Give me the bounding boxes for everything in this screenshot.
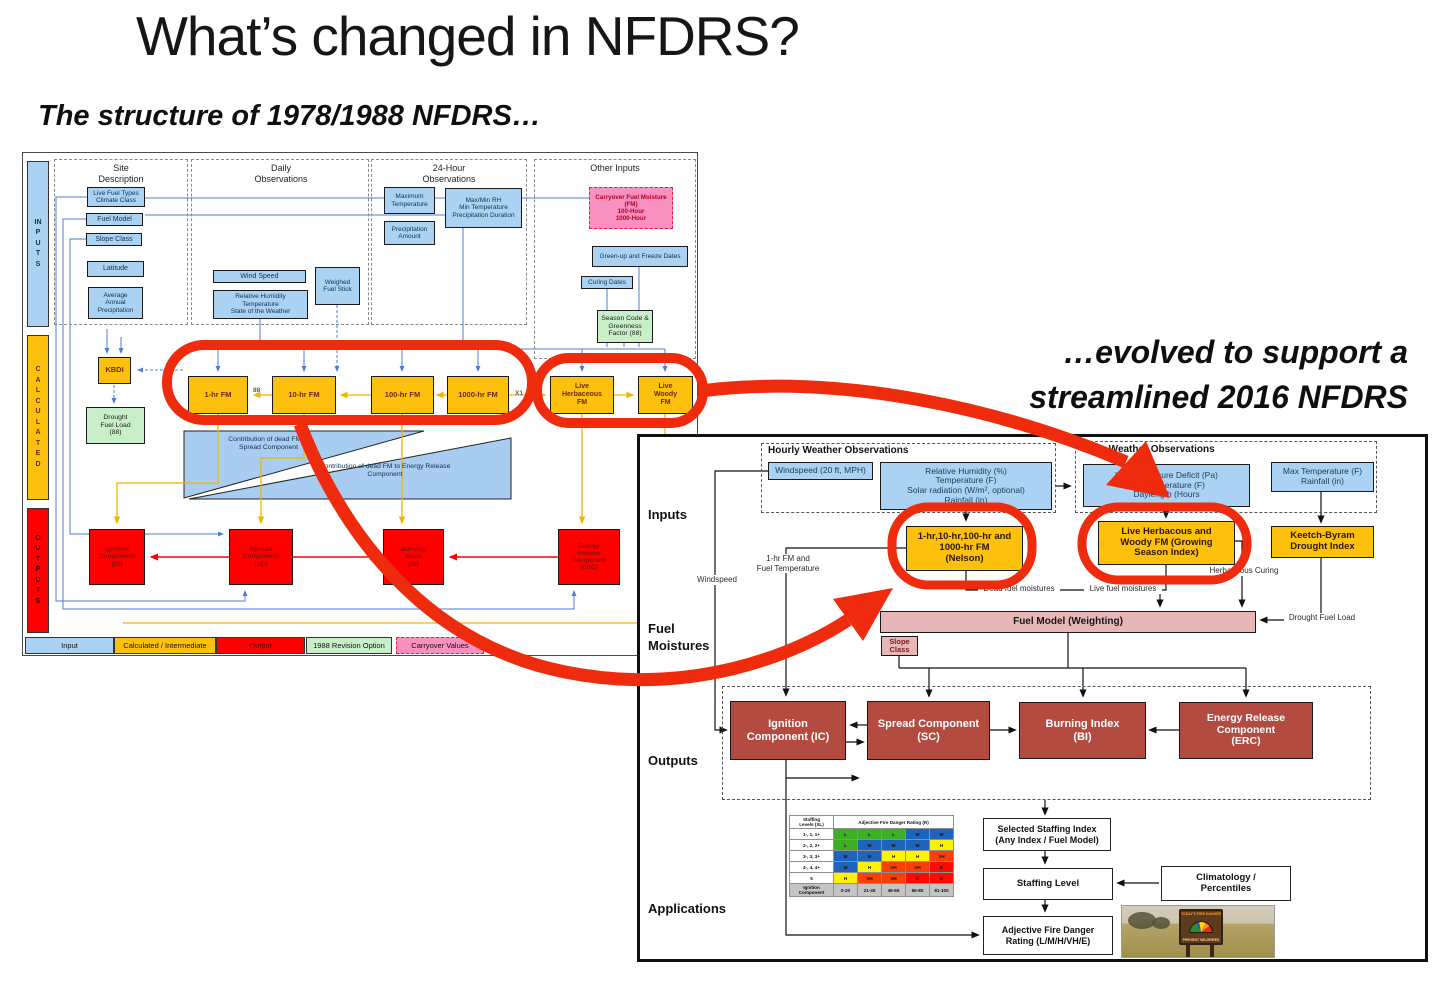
box-max-temp: Maximum Temperature [384, 187, 435, 214]
box-max-temp-rain: Max Temperature (F) Rainfall (in) [1271, 462, 1374, 492]
section-applications: Applications [648, 901, 727, 916]
sign-post [1210, 945, 1214, 957]
box-weighed-fuel-stick: Weighed Fuel Stick [315, 267, 360, 305]
sidebar-outputs: OUTPUTS [27, 508, 49, 633]
box-slope-class: Slope Class [86, 233, 142, 246]
box-100hr-fm: 100-hr FM [371, 376, 434, 414]
modern-nfdrs-diagram: Inputs Fuel Moistures Outputs Applicatio… [637, 434, 1428, 962]
box-latitude: Latitude [87, 261, 144, 277]
box-wind-speed: Wind Speed [213, 270, 306, 283]
col-daily-observations [191, 159, 369, 325]
box-greenup: Green-up and Freeze Dates [592, 246, 688, 267]
legend-calculated: Calculated / Intermediate [114, 637, 216, 654]
staffing-header-span: Adjective Fire Danger Rating (R) [832, 815, 955, 829]
box-10hr-fm: 10-hr FM [272, 376, 336, 414]
edge-herb-curing: Herbaceous Curing [1206, 566, 1282, 576]
staffing-table: Staffing Levels (SL) Adjective Fire Dang… [789, 815, 955, 897]
group-hourly-title: Hourly Weather Observations [768, 445, 909, 456]
box-live-woody-fm: Live Woody FM [638, 376, 693, 414]
box-rh-temp: Relative Humidity Temperature State of t… [213, 290, 308, 319]
legend-carryover: Carryover Values [396, 637, 484, 654]
box-staffing-level: Staffing Level [983, 868, 1113, 900]
box-season-code: Season Code & Greenness Factor (88) [597, 310, 653, 343]
legend-output: Output [216, 637, 305, 654]
col-header-other: Other Inputs [590, 163, 640, 173]
tree-silhouette [1152, 917, 1170, 929]
edge-1hr-fm-temp: 1-hr FM and Fuel Temperature [750, 554, 826, 574]
box-burning-index: Burning Index (BI) [383, 529, 444, 585]
table-footer-row: Ignition Component 0-20 21-45 46-65 66-8… [789, 883, 955, 897]
col-site-description [54, 159, 188, 325]
box-1000hr-fm: 1000-hr FM [447, 376, 509, 414]
fire-danger-sign: TODAY'S FIRE DANGER PREVENT WILDFIRES [1179, 909, 1223, 945]
legend-input: Input [25, 637, 114, 654]
box-avg-precip: Average Annual Precipitation [88, 287, 143, 319]
legacy-nfdrs-diagram: INPUTS CALCULATED OUTPUTS Site Descripti… [22, 152, 698, 656]
caption-2016: …evolved to support a streamlined 2016 N… [1029, 334, 1408, 416]
box-live-herbaceous-fm: Live Herbaceous FM [550, 376, 614, 414]
table-row: 4-, 4, 4+ M H VH VH E [789, 861, 955, 873]
table-row: 2-, 2, 2+ L M M M H [789, 839, 955, 851]
box-erc-2016: Energy Release Component (ERC) [1179, 702, 1313, 759]
box-maxmin-rh: Max/Min RH Min Temperature Precipitation… [445, 188, 522, 228]
fire-danger-photo: TODAY'S FIRE DANGER PREVENT WILDFIRES [1121, 905, 1275, 958]
legend-revision: 1988 Revision Option [306, 637, 392, 654]
section-inputs: Inputs [648, 507, 687, 522]
box-climatology: Climatology / Percentiles [1161, 866, 1291, 901]
box-slope-class-2016: Slope Class [881, 636, 918, 656]
box-carryover-fm: Carryover Fuel Moisture (FM) 100-Hour 10… [589, 187, 673, 229]
box-energy-release: Energy Release Component (ERC) [558, 529, 620, 585]
label-88: 88 [253, 387, 261, 394]
label-x1: X1 [515, 390, 523, 397]
col-header-site: Site Description [98, 163, 144, 185]
sign-post [1186, 945, 1190, 957]
box-precip-amount: Precipitation Amount [384, 221, 435, 245]
edge-live-fm: Live fuel moistures [1084, 584, 1162, 594]
caption-1978: The structure of 1978/1988 NFDRS… [38, 100, 541, 132]
table-row: 1-, 1, 1+ L L L M M [789, 828, 955, 840]
box-live-fuel-types: Live Fuel Types Climate Class [87, 187, 145, 207]
slide-title: What’s changed in NFDRS? [136, 5, 800, 67]
section-fuel-moistures: Fuel Moistures [648, 621, 710, 653]
staffing-header-col: Staffing Levels (SL) [789, 815, 834, 829]
section-outputs: Outputs [648, 753, 698, 768]
box-spread-2016: Spread Component (SC) [867, 701, 990, 760]
box-ignition-2016: Ignition Component (IC) [730, 701, 846, 760]
col-header-24hour: 24-Hour Observations [422, 163, 476, 185]
box-fuel-model-weighting: Fuel Model (Weighting) [880, 611, 1256, 633]
box-vpd: Vapor Pressure Deficit (Pa) Min Temperat… [1083, 464, 1250, 507]
edge-windspeed: Windspeed [692, 575, 742, 585]
box-drought-fuel-load: Drought Fuel Load (88) [86, 407, 145, 444]
box-nelson-fm: 1-hr,10-hr,100-hr and 1000-hr FM (Nelson… [906, 526, 1023, 571]
table-row: 5 H VH VH E E [789, 872, 955, 884]
edge-drought-fuel-load: Drought Fuel Load [1284, 613, 1360, 623]
col-24hour-observations [371, 159, 527, 325]
box-1hr-fm: 1-hr FM [188, 376, 248, 414]
sidebar-calculated: CALCULATED [27, 335, 49, 500]
box-live-herb-woody-fm: Live Herbacous and Woody FM (Growing Sea… [1098, 521, 1235, 565]
box-selected-staffing: Selected Staffing Index (Any Index / Fue… [983, 818, 1111, 851]
sign-caption: PREVENT WILDFIRES [1182, 938, 1220, 942]
tree-silhouette [1128, 912, 1156, 929]
box-spread-component: Spread Component (SC) [229, 529, 293, 585]
box-keetch-byram: Keetch-Byram Drought Index [1271, 526, 1374, 558]
fire-danger-gauge [1189, 921, 1213, 933]
box-adjective-rating: Adjective Fire Danger Rating (L/M/H/VH/E… [983, 916, 1113, 955]
triangle-spread-label: Contribution of dead FM to Spread Compon… [228, 436, 309, 452]
sign-title: TODAY'S FIRE DANGER [1180, 912, 1222, 916]
triangle-energy-label: Contribution of dead FM to Energy Releas… [319, 463, 451, 479]
table-row: 3-, 3, 3+ M M H H VH [789, 850, 955, 862]
sidebar-inputs: INPUTS [27, 161, 49, 327]
box-fuel-model: Fuel Model [86, 213, 143, 226]
box-burning-2016: Burning Index (BI) [1019, 702, 1146, 759]
box-kbdi: KBDI [98, 357, 131, 384]
group-daily-title: Daily Weather Observations [1082, 444, 1215, 455]
box-ignition-component: Ignition Component (IC) [89, 529, 145, 585]
box-rh-temp-solar: Relative Humidity (%) Temperature (F) So… [880, 462, 1052, 510]
box-curing-dates: Curing Dates [581, 276, 633, 289]
col-header-daily: Daily Observations [254, 163, 308, 185]
edge-dead-fm: Dead fuel moistures [978, 584, 1060, 594]
outputs-region [722, 686, 1371, 800]
box-windspeed: Windspeed (20 ft, MPH) [768, 462, 873, 480]
